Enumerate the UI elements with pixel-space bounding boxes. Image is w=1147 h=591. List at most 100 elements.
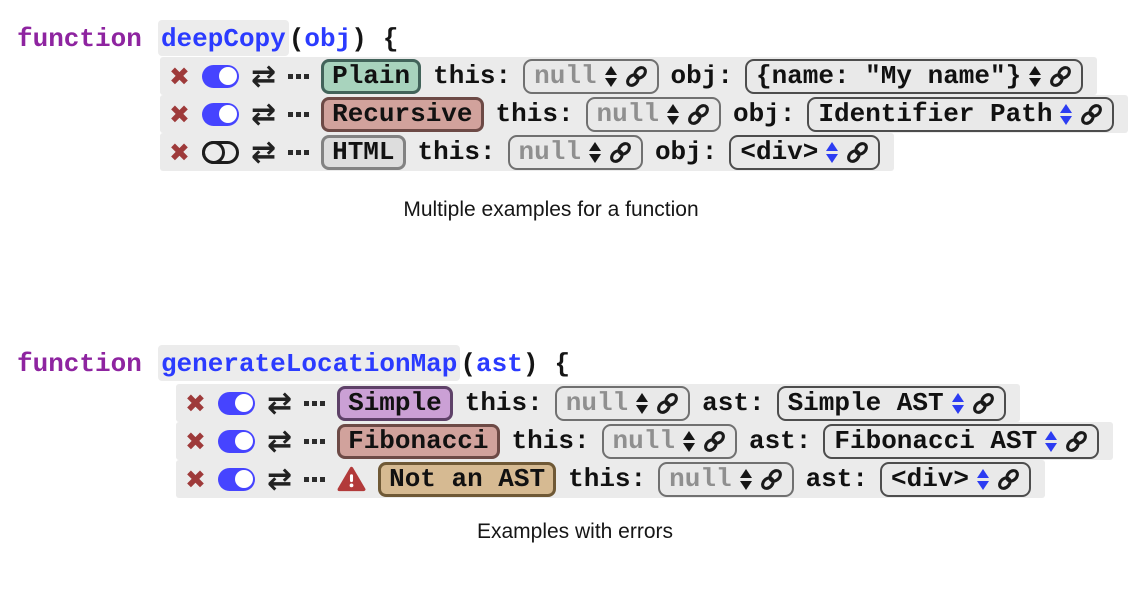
example-enabled-toggle[interactable] bbox=[217, 429, 255, 453]
example-name-badge[interactable]: Simple bbox=[337, 385, 453, 421]
argument-value-box[interactable]: null bbox=[658, 461, 794, 497]
stepper-down-arrow[interactable] bbox=[666, 115, 679, 125]
value-stepper[interactable] bbox=[739, 468, 752, 490]
error-warning-icon[interactable] bbox=[337, 466, 366, 492]
stepper-up-arrow[interactable] bbox=[951, 392, 964, 402]
value-stepper[interactable] bbox=[1060, 103, 1073, 125]
link-icon-wrap[interactable] bbox=[1049, 65, 1072, 88]
link-icon-wrap[interactable] bbox=[760, 468, 783, 491]
link-icon-wrap[interactable] bbox=[625, 65, 648, 88]
function-name[interactable]: generateLocationMap bbox=[157, 345, 461, 381]
delete-example-button[interactable]: ✖ bbox=[169, 99, 190, 129]
link-icon[interactable] bbox=[656, 392, 679, 415]
link-icon[interactable] bbox=[687, 103, 710, 126]
argument-value-box[interactable]: <div> bbox=[879, 461, 1031, 497]
stepper-up-arrow[interactable] bbox=[1045, 430, 1058, 440]
stepper-up-arrow[interactable] bbox=[739, 468, 752, 478]
link-icon-wrap[interactable] bbox=[609, 141, 632, 164]
link-icon-wrap[interactable] bbox=[703, 430, 726, 453]
delete-example-button[interactable]: ✖ bbox=[185, 388, 206, 418]
swap-arrows-icon[interactable]: ⇄ bbox=[250, 58, 277, 94]
stepper-down-arrow[interactable] bbox=[826, 153, 839, 163]
link-icon-wrap[interactable] bbox=[687, 103, 710, 126]
stepper-down-arrow[interactable] bbox=[636, 404, 649, 414]
stepper-down-arrow[interactable] bbox=[1060, 115, 1073, 125]
link-icon[interactable] bbox=[625, 65, 648, 88]
link-icon-wrap[interactable] bbox=[972, 392, 995, 415]
stepper-down-arrow[interactable] bbox=[977, 480, 989, 490]
stepper-down-arrow[interactable] bbox=[682, 442, 695, 452]
example-enabled-toggle[interactable] bbox=[201, 140, 239, 164]
stepper-down-arrow[interactable] bbox=[588, 153, 601, 163]
delete-example-button[interactable]: ✖ bbox=[169, 137, 190, 167]
argument-value-box[interactable]: null bbox=[601, 423, 737, 459]
example-name-badge[interactable]: Fibonacci bbox=[337, 423, 500, 459]
more-options-button[interactable] bbox=[304, 476, 326, 482]
example-name-badge[interactable]: Plain bbox=[321, 58, 422, 94]
link-icon-wrap[interactable] bbox=[656, 392, 679, 415]
stepper-down-arrow[interactable] bbox=[1029, 77, 1042, 87]
swap-arrows-icon[interactable]: ⇄ bbox=[266, 461, 293, 497]
more-options-button[interactable] bbox=[288, 111, 310, 117]
delete-example-button[interactable]: ✖ bbox=[185, 426, 206, 456]
stepper-down-arrow[interactable] bbox=[604, 77, 617, 87]
argument-value-box[interactable]: null bbox=[507, 134, 643, 170]
argument-value-box[interactable]: null bbox=[554, 385, 691, 421]
stepper-up-arrow[interactable] bbox=[1029, 65, 1042, 75]
example-enabled-toggle[interactable] bbox=[217, 467, 255, 491]
link-icon-wrap[interactable] bbox=[846, 141, 869, 164]
value-stepper[interactable] bbox=[1029, 65, 1042, 87]
more-options-button[interactable] bbox=[304, 438, 326, 444]
argument-value-box[interactable]: Fibonacci AST bbox=[823, 423, 1100, 459]
stepper-up-arrow[interactable] bbox=[826, 141, 839, 151]
argument-value-box[interactable]: null bbox=[523, 58, 659, 94]
argument-value-box[interactable]: {name: "My name"} bbox=[744, 58, 1084, 94]
link-icon[interactable] bbox=[1065, 430, 1088, 453]
argument-value-box[interactable]: Identifier Path bbox=[807, 96, 1115, 132]
example-name-badge[interactable]: Not an AST bbox=[378, 461, 557, 497]
link-icon-wrap[interactable] bbox=[997, 468, 1020, 491]
delete-example-button[interactable]: ✖ bbox=[169, 61, 190, 91]
value-stepper[interactable] bbox=[1045, 430, 1058, 452]
value-stepper[interactable] bbox=[604, 65, 617, 87]
value-stepper[interactable] bbox=[588, 141, 601, 163]
link-icon[interactable] bbox=[997, 468, 1020, 491]
argument-value-box[interactable]: null bbox=[585, 96, 721, 132]
swap-arrows-icon[interactable]: ⇄ bbox=[250, 96, 277, 132]
example-name-badge[interactable]: HTML bbox=[321, 134, 406, 170]
example-name-badge[interactable]: Recursive bbox=[321, 96, 484, 132]
value-stepper[interactable] bbox=[666, 103, 679, 125]
link-icon-wrap[interactable] bbox=[1065, 430, 1088, 453]
value-stepper[interactable] bbox=[951, 392, 964, 414]
link-icon[interactable] bbox=[972, 392, 995, 415]
stepper-up-arrow[interactable] bbox=[682, 430, 695, 440]
stepper-up-arrow[interactable] bbox=[636, 392, 649, 402]
more-options-button[interactable] bbox=[304, 400, 326, 406]
value-stepper[interactable] bbox=[826, 141, 839, 163]
argument-value-box[interactable]: Simple AST bbox=[776, 385, 1006, 421]
error-warning-wrap[interactable] bbox=[337, 466, 366, 492]
function-name[interactable]: deepCopy bbox=[157, 20, 289, 56]
argument-value-box[interactable]: <div> bbox=[729, 134, 881, 170]
stepper-down-arrow[interactable] bbox=[739, 480, 752, 490]
link-icon[interactable] bbox=[846, 141, 869, 164]
stepper-up-arrow[interactable] bbox=[977, 468, 989, 478]
link-icon[interactable] bbox=[760, 468, 783, 491]
stepper-down-arrow[interactable] bbox=[1045, 442, 1058, 452]
link-icon[interactable] bbox=[609, 141, 632, 164]
example-enabled-toggle[interactable] bbox=[201, 102, 239, 126]
stepper-down-arrow[interactable] bbox=[951, 404, 964, 414]
value-stepper[interactable] bbox=[977, 468, 989, 490]
stepper-up-arrow[interactable] bbox=[666, 103, 679, 113]
link-icon[interactable] bbox=[703, 430, 726, 453]
more-options-button[interactable] bbox=[288, 73, 310, 79]
value-stepper[interactable] bbox=[636, 392, 649, 414]
swap-arrows-icon[interactable]: ⇄ bbox=[266, 385, 293, 421]
stepper-up-arrow[interactable] bbox=[1060, 103, 1073, 113]
link-icon[interactable] bbox=[1049, 65, 1072, 88]
swap-arrows-icon[interactable]: ⇄ bbox=[266, 423, 293, 459]
example-enabled-toggle[interactable] bbox=[217, 391, 255, 415]
more-options-button[interactable] bbox=[288, 149, 310, 155]
delete-example-button[interactable]: ✖ bbox=[185, 464, 206, 494]
swap-arrows-icon[interactable]: ⇄ bbox=[250, 134, 277, 170]
